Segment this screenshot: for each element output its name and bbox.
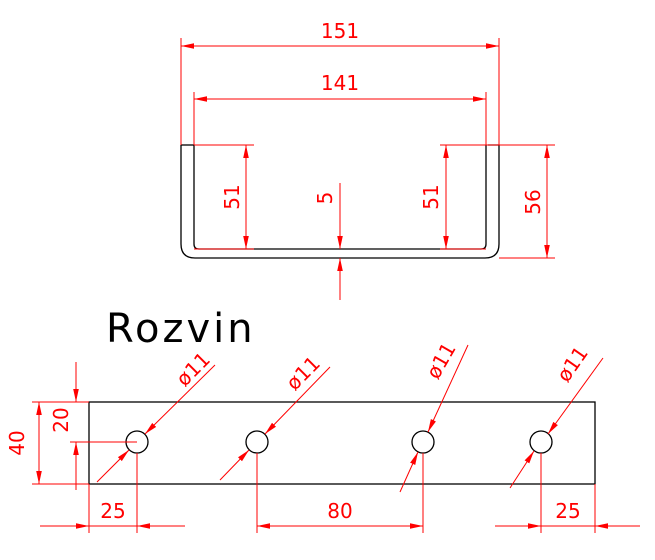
dim-hole-diameter-3: ø11 — [399, 338, 469, 493]
unfolded-strip — [88, 401, 596, 485]
dim-hole-offset: 20 — [49, 362, 137, 490]
dim-hole-diameter-1-label: ø11 — [171, 347, 215, 391]
dim-left-height: 51 — [194, 144, 254, 250]
dim-hole-spacing: 80 — [256, 453, 424, 533]
unfolded-view-title: Rozvin — [106, 306, 256, 352]
dim-overall-width: 151 — [180, 19, 500, 145]
dim-hole-diameter-4: ø11 — [509, 342, 604, 489]
dim-edge-right-label: 25 — [555, 499, 580, 523]
dim-hole-diameter-1: ø11 — [96, 347, 216, 483]
dim-overall-width-label: 151 — [321, 19, 359, 43]
dim-right-inner-height-label: 51 — [419, 184, 443, 209]
hole-3 — [411, 430, 435, 454]
dim-edge-right: 25 — [495, 453, 640, 533]
dim-thickness: 5 — [313, 183, 343, 300]
hole-4 — [529, 430, 553, 454]
dim-edge-left-label: 25 — [100, 499, 125, 523]
dim-edge-left: 25 — [40, 453, 185, 533]
dim-inner-width-label: 141 — [321, 71, 359, 95]
dim-overall-height-label: 56 — [521, 189, 545, 214]
channel-outer-outline — [180, 144, 500, 259]
hole-2 — [245, 430, 269, 454]
dim-hole-diameter-2: ø11 — [219, 351, 331, 481]
dim-strip-height: 40 — [5, 401, 89, 485]
dim-inner-width: 141 — [193, 71, 487, 145]
dim-overall-height: 56 — [486, 144, 555, 259]
dim-hole-diameter-4-label: ø11 — [552, 342, 593, 387]
dim-left-height-label: 51 — [220, 184, 244, 209]
dim-hole-spacing-label: 80 — [327, 499, 352, 523]
dim-right-inner-height: 51 — [419, 144, 486, 250]
dim-strip-height-label: 40 — [5, 430, 29, 455]
dim-hole-offset-label: 20 — [49, 407, 73, 432]
dim-thickness-label: 5 — [313, 192, 337, 205]
dim-hole-diameter-2-label: ø11 — [281, 351, 325, 395]
dim-hole-diameter-3-label: ø11 — [421, 338, 461, 383]
